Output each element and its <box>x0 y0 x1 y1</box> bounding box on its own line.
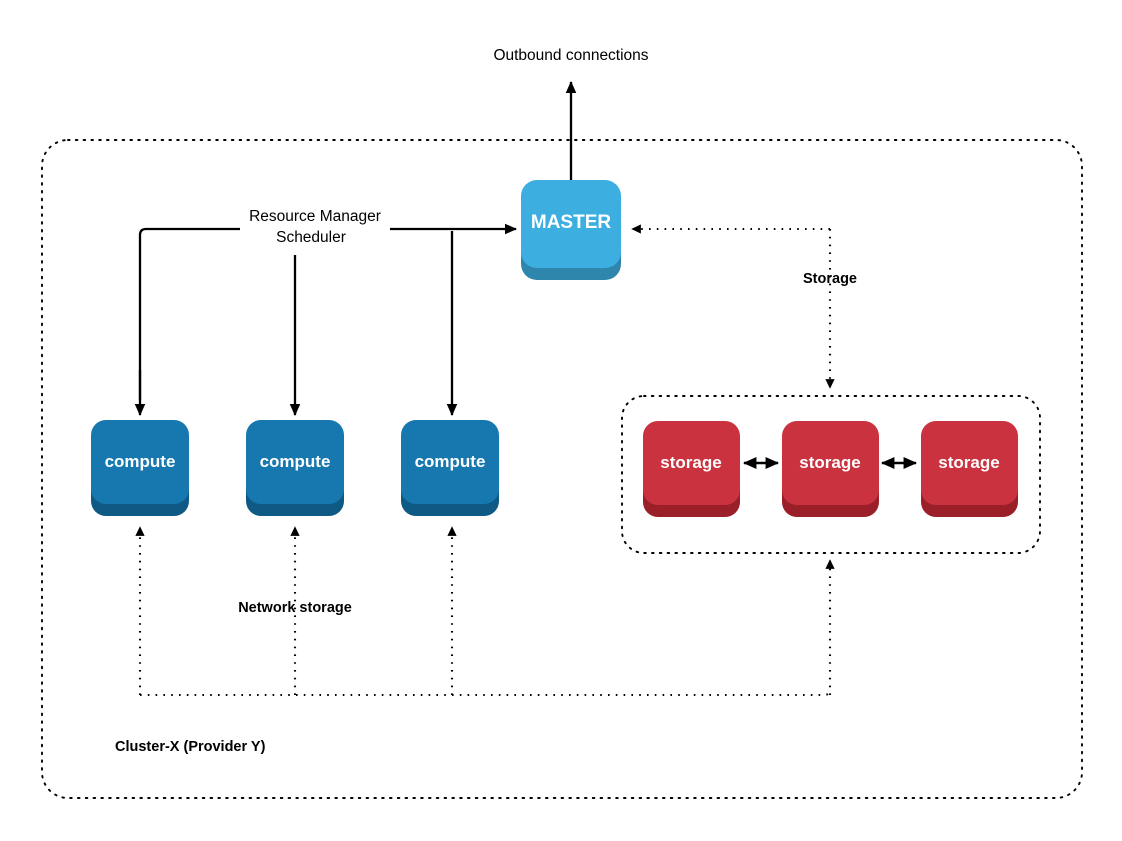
node-storage-3-body <box>921 421 1018 505</box>
node-compute-3-body <box>401 420 499 504</box>
cluster-boundary <box>41 139 1083 799</box>
connector-scheduler-bus-left <box>138 227 240 400</box>
label-cluster-name: Cluster-X (Provider Y) <box>115 739 266 755</box>
node-storage-1-body <box>643 421 740 505</box>
node-compute-3[interactable] <box>401 420 499 516</box>
label-storage-link: Storage <box>803 271 857 287</box>
node-storage-2[interactable] <box>782 421 879 517</box>
node-master-body <box>521 180 621 268</box>
node-compute-1-body <box>91 420 189 504</box>
node-storage-3[interactable] <box>921 421 1018 517</box>
label-network-storage: Network storage <box>238 600 352 616</box>
node-storage-1[interactable] <box>643 421 740 517</box>
node-master[interactable] <box>521 180 621 280</box>
label-outbound-connections: Outbound connections <box>493 47 649 64</box>
node-compute-1[interactable] <box>91 420 189 516</box>
node-storage-2-body <box>782 421 879 505</box>
storage-group-boundary <box>621 395 1041 554</box>
node-compute-2-body <box>246 420 344 504</box>
node-compute-2[interactable] <box>246 420 344 516</box>
label-resource-manager: Resource Manager <box>249 208 381 225</box>
connector-network-storage-bus <box>140 688 832 697</box>
label-scheduler: Scheduler <box>276 229 346 246</box>
